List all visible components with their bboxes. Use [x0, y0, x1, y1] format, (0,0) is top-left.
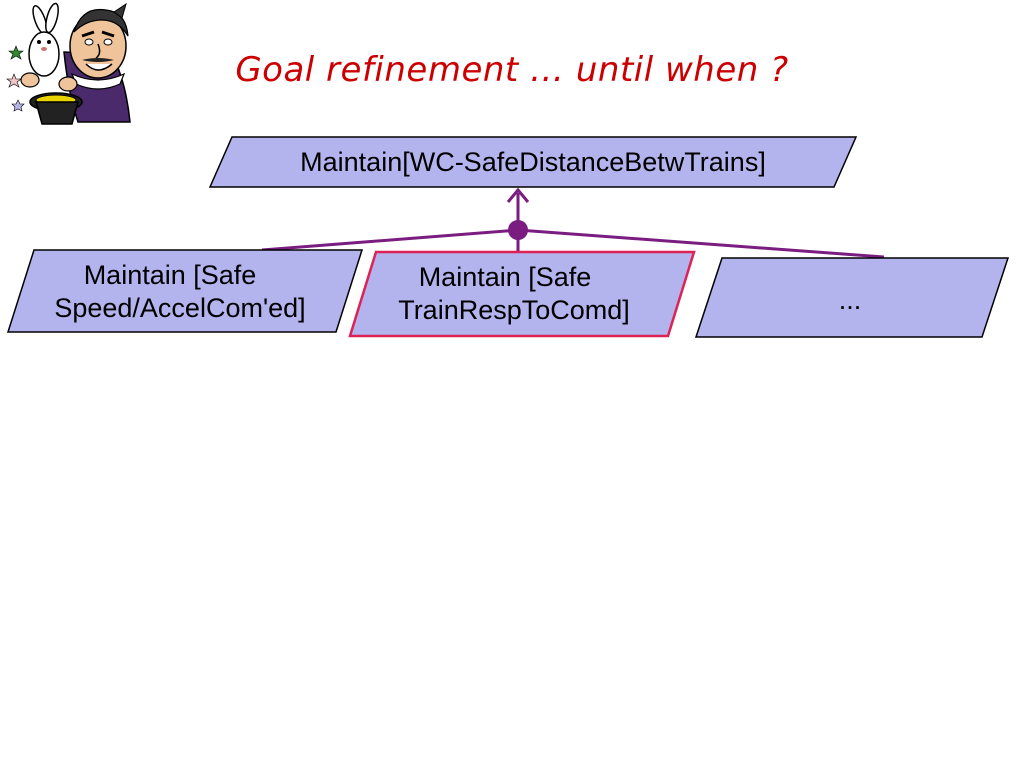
subgoal-shape-1	[6, 249, 364, 333]
slide-title: Goal refinement … until when ?	[235, 50, 789, 90]
refinement-arrow-head	[506, 187, 530, 203]
refinement-link-left	[261, 228, 519, 252]
subgoal-2-label-line1: Maintain [Safe	[418, 262, 592, 292]
refinement-link-right	[517, 228, 885, 259]
subgoal-1-label-line2: Speed/AccelCom'ed]	[54, 293, 306, 323]
parent-goal-label: Maintain[WC-SafeDistanceBetwTrains]	[300, 147, 766, 177]
refinement-node	[508, 220, 528, 240]
subgoal-shape-2	[348, 250, 696, 338]
subgoal-1-label-line1: Maintain [Safe	[83, 260, 257, 290]
subgoal-shape-3	[694, 257, 1010, 338]
parent-goal-shape	[208, 136, 858, 188]
subgoal-3-label: ...	[838, 285, 862, 315]
magician-with-rabbit-icon	[6, 2, 131, 125]
subgoal-2-label-line2: TrainRespToComd]	[398, 295, 630, 325]
